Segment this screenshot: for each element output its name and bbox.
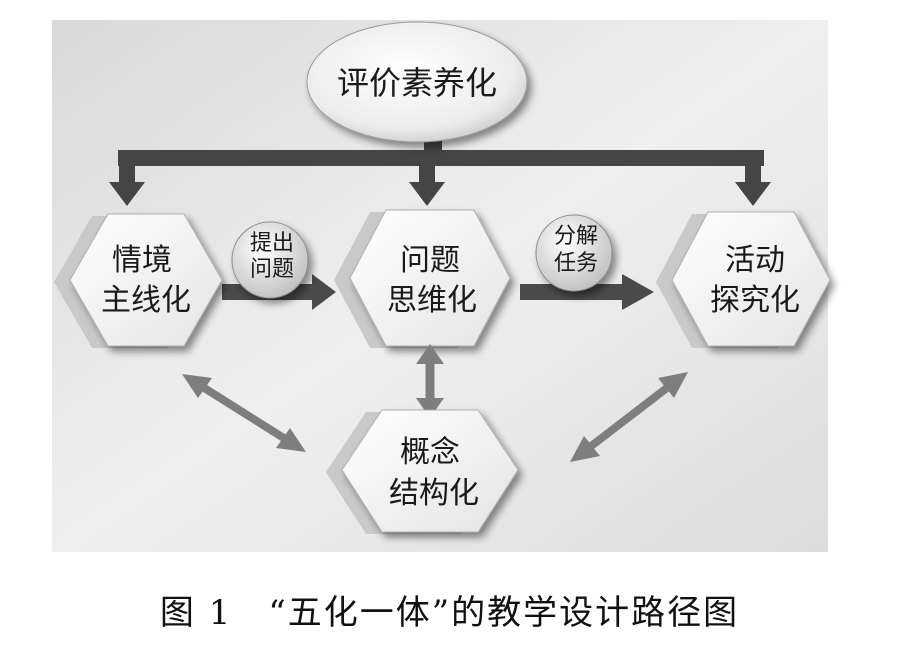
label-circle-decompose-task: 分解 任务 (535, 214, 613, 292)
svg-text:探究化: 探究化 (710, 283, 800, 318)
svg-text:任务: 任务 (554, 251, 598, 276)
arrow-center-to-right (520, 274, 654, 310)
double-arrow-center-bottom (416, 344, 444, 418)
svg-text:活动: 活动 (725, 243, 785, 278)
svg-text:情境: 情境 (112, 243, 172, 278)
top-bracket-connector (109, 140, 771, 206)
svg-text:提出: 提出 (250, 231, 294, 256)
hex-problem-thinking: 问题 思维化 (334, 209, 511, 348)
hex-context-mainline: 情境 主线化 (54, 213, 223, 348)
svg-text:评价素养化: 评价素养化 (337, 64, 497, 102)
hex-concept-structure: 概念 结构化 (326, 409, 519, 534)
svg-text:结构化: 结构化 (389, 476, 479, 511)
svg-text:概念: 概念 (400, 435, 460, 470)
hex-activity-inquiry: 活动 探究化 (656, 211, 831, 348)
figure-caption: 图 1 “五化一体”的教学设计路径图 (159, 593, 740, 633)
svg-text:主线化: 主线化 (101, 283, 191, 318)
oval-evaluation-literacy: 评价素养化 (306, 21, 528, 143)
svg-text:问题: 问题 (250, 257, 294, 282)
svg-text:问题: 问题 (400, 243, 460, 278)
svg-text:分解: 分解 (554, 224, 598, 249)
label-circle-pose-question: 提出 问题 (231, 221, 309, 299)
double-arrow-left-bottom (182, 374, 306, 452)
svg-text:思维化: 思维化 (387, 283, 477, 318)
double-arrow-right-bottom (570, 372, 688, 462)
